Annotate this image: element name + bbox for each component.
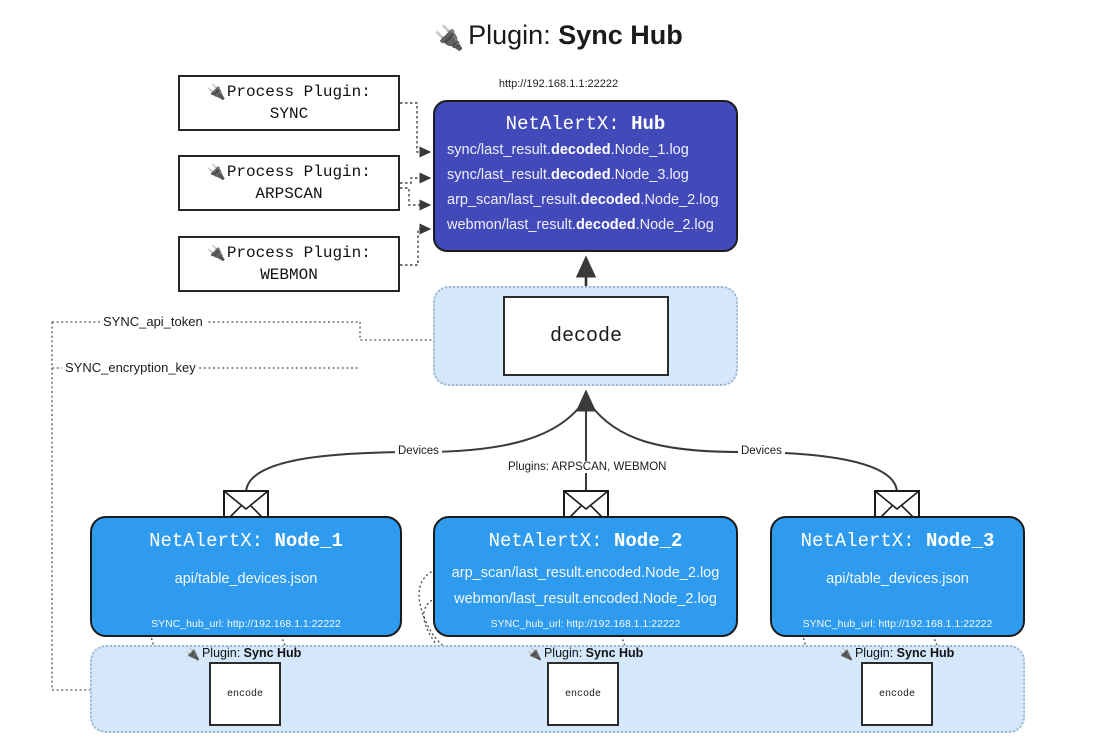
node-hub-url: SYNC_hub_url: http://192.168.1.1:22222: [802, 618, 993, 630]
process-plugin-name: WEBMON: [260, 266, 318, 284]
encode-box-1[interactable]: encode: [209, 662, 281, 726]
edge-label-plugins-center: Plugins: ARPSCAN, WEBMON: [505, 461, 670, 473]
node-data-line: api/table_devices.json: [174, 571, 318, 587]
hub-node[interactable]: NetAlertX: Hub sync/last_result.decoded.…: [433, 100, 738, 252]
node-3[interactable]: NetAlertX: Node_3 api/table_devices.json…: [770, 516, 1025, 637]
process-plugin-title: Process Plugin:: [226, 83, 371, 101]
process-plugin-name: SYNC: [269, 105, 309, 123]
plug-icon: 🔌: [434, 25, 465, 52]
node-label-name: Node_1: [274, 530, 343, 552]
hub-log-line-3: arp_scan/last_result.decoded.Node_2.log: [447, 192, 719, 208]
process-plugin-sync[interactable]: 🔌Process Plugin: SYNC: [178, 75, 400, 131]
node-data-line: api/table_devices.json: [826, 571, 969, 587]
encode-plugin-label-3: 🔌Plugin: Sync Hub: [838, 646, 955, 661]
process-plugin-arpscan[interactable]: 🔌Process Plugin: ARPSCAN: [178, 155, 400, 211]
node-label-name: Node_2: [614, 530, 683, 552]
node-2[interactable]: NetAlertX: Node_2 arp_scan/last_result.e…: [433, 516, 738, 637]
node-data-line: arp_scan/last_result.encoded.Node_2.log: [451, 565, 720, 581]
node-1[interactable]: NetAlertX: Node_1 api/table_devices.json…: [90, 516, 402, 637]
node-label-prefix: NetAlertX:: [800, 530, 915, 552]
process-plugin-webmon[interactable]: 🔌Process Plugin: WEBMON: [178, 236, 400, 292]
plug-icon: 🔌: [838, 647, 853, 661]
edge-label-devices-left: Devices: [395, 445, 442, 457]
process-plugin-title: Process Plugin:: [226, 163, 371, 181]
edge-label-devices-right: Devices: [738, 445, 785, 457]
sync-encryption-key-label: SYNC_encryption_key: [62, 360, 199, 375]
encode-box-3[interactable]: encode: [861, 662, 933, 726]
plug-icon: 🔌: [207, 163, 226, 181]
node-label-prefix: NetAlertX:: [488, 530, 603, 552]
sync-api-token-label: SYNC_api_token: [100, 314, 206, 329]
page-title-name: Sync Hub: [558, 20, 683, 50]
page-title-prefix: Plugin:: [468, 20, 551, 50]
decode-box[interactable]: decode: [503, 296, 669, 376]
node-label-prefix: NetAlertX:: [149, 530, 264, 552]
process-plugin-name: ARPSCAN: [255, 185, 323, 203]
encode-plugin-label-1: 🔌Plugin: Sync Hub: [185, 646, 302, 661]
hub-label-prefix: NetAlertX:: [505, 113, 620, 135]
page-title: 🔌Plugin: Sync Hub: [0, 18, 1117, 56]
hub-url-label: http://192.168.1.1:22222: [498, 78, 619, 90]
plug-icon: 🔌: [207, 83, 226, 101]
node-hub-url: SYNC_hub_url: http://192.168.1.1:22222: [490, 618, 681, 630]
node-data-line: webmon/last_result.encoded.Node_2.log: [454, 591, 717, 607]
node-hub-url: SYNC_hub_url: http://192.168.1.1:22222: [151, 618, 341, 630]
encode-box-2[interactable]: encode: [547, 662, 619, 726]
plug-icon: 🔌: [527, 647, 542, 661]
hub-log-line-2: sync/last_result.decoded.Node_3.log: [447, 167, 689, 183]
encode-plugin-label-2: 🔌Plugin: Sync Hub: [527, 646, 644, 661]
node-label-name: Node_3: [926, 530, 995, 552]
hub-label-name: Hub: [631, 113, 666, 135]
process-plugin-title: Process Plugin:: [226, 244, 371, 262]
hub-log-line-1: sync/last_result.decoded.Node_1.log: [447, 142, 689, 158]
hub-log-line-4: webmon/last_result.decoded.Node_2.log: [447, 217, 714, 233]
plug-icon: 🔌: [185, 647, 200, 661]
plug-icon: 🔌: [207, 244, 226, 262]
